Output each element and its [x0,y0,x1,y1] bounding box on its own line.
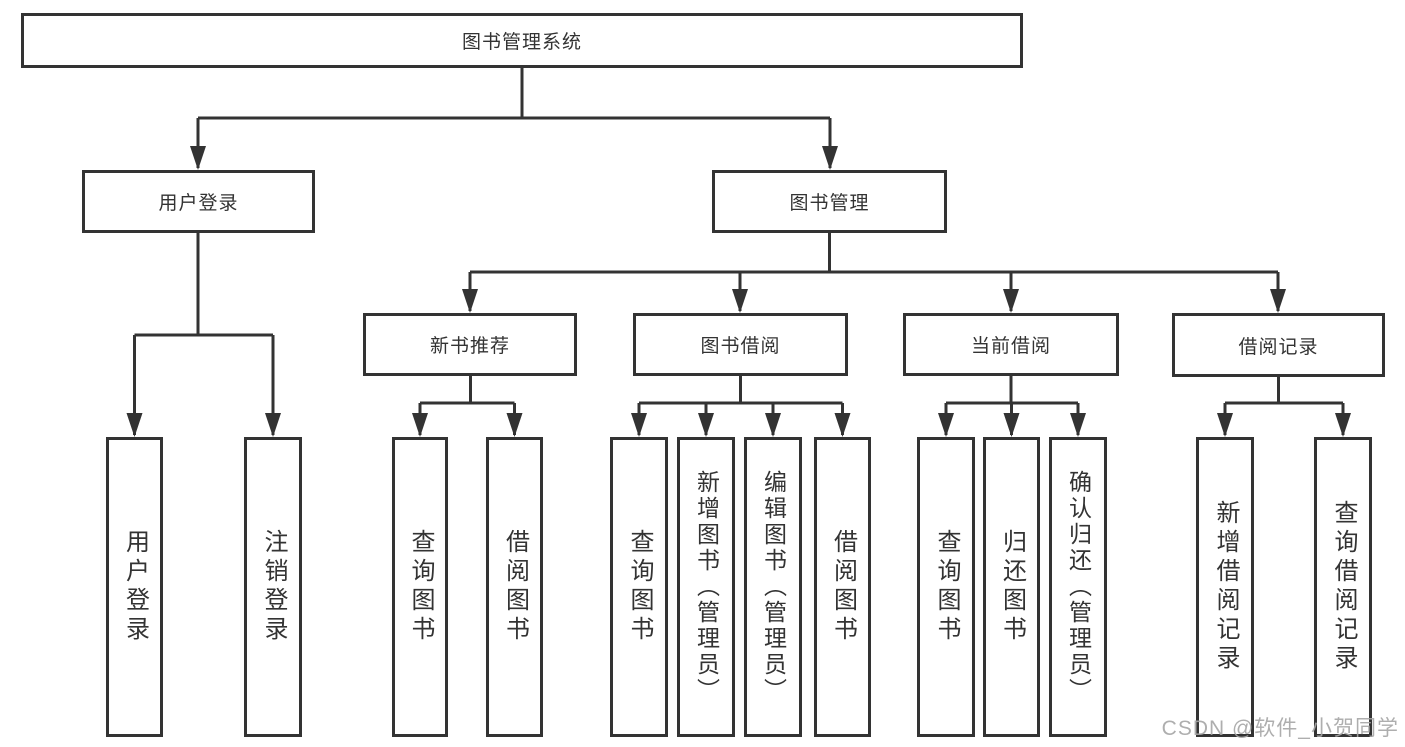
leaf-confirm-return-admin-label: 确认归还（管理员） [1065,470,1092,704]
node-book-borrow: 图书借阅 [633,313,848,376]
leaf-borrow-book: 借阅图书 [814,437,871,737]
node-book-management-label: 图书管理 [789,193,870,214]
leaf-query-book-borrow: 查询图书 [610,437,668,737]
leaf-add-borrow-record-label: 新增借阅记录 [1212,500,1239,674]
node-user-login-label: 用户登录 [158,193,239,214]
leaf-query-borrow-record-label: 查询借阅记录 [1330,500,1357,674]
arrowheads [126,146,1351,437]
leaf-return-book: 归还图书 [983,437,1040,737]
leaf-confirm-return-admin: 确认归还（管理员） [1049,437,1107,737]
leaf-user-login-label: 用户登录 [121,529,149,645]
leaf-query-book-recommend-label: 查询图书 [407,529,434,645]
node-current-borrow-label: 当前借阅 [970,336,1051,357]
leaf-query-book-current-label: 查询图书 [933,529,960,645]
leaf-borrow-book-recommend-label: 借阅图书 [501,529,529,645]
node-root-label: 图书管理系统 [461,32,582,53]
node-book-borrow-label: 图书借阅 [700,336,781,357]
node-borrow-records-label: 借阅记录 [1238,336,1319,358]
node-new-book-recommend: 新书推荐 [363,313,577,376]
leaf-query-book-recommend: 查询图书 [392,437,448,737]
leaf-edit-book-admin-label: 编辑图书（管理员） [760,470,787,704]
node-borrow-records: 借阅记录 [1172,313,1385,377]
leaf-borrow-book-label: 借阅图书 [829,529,857,645]
node-root: 图书管理系统 [21,13,1023,68]
node-new-book-recommend-label: 新书推荐 [429,336,510,357]
leaf-logout: 注销登录 [244,437,302,737]
leaf-add-book-admin: 新增图书（管理员） [677,437,735,737]
leaf-add-borrow-record: 新增借阅记录 [1196,437,1254,737]
leaf-query-book-borrow-label: 查询图书 [626,529,653,645]
node-user-login: 用户登录 [82,170,315,233]
leaf-borrow-book-recommend: 借阅图书 [486,437,543,737]
leaf-query-book-current: 查询图书 [917,437,975,737]
leaf-edit-book-admin: 编辑图书（管理员） [744,437,802,737]
leaf-logout-label: 注销登录 [260,529,287,645]
node-current-borrow: 当前借阅 [903,313,1119,376]
leaf-query-borrow-record: 查询借阅记录 [1314,437,1372,737]
leaf-return-book-label: 归还图书 [998,529,1026,645]
leaf-user-login: 用户登录 [106,437,163,737]
node-book-management: 图书管理 [712,170,947,233]
leaf-add-book-admin-label: 新增图书（管理员） [693,470,720,704]
